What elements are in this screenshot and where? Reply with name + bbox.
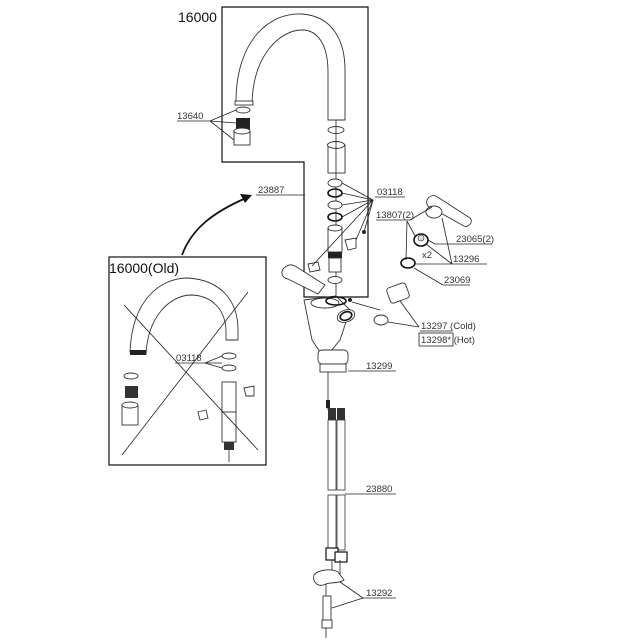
column-parts bbox=[307, 120, 366, 320]
part-label-13298-hot: 13298* (Hot) bbox=[421, 335, 475, 346]
part-label-03118: 03118 bbox=[377, 187, 403, 198]
hot-label-box bbox=[418, 332, 454, 347]
old-spout bbox=[121, 277, 255, 462]
main-model-title: 16000 bbox=[178, 9, 217, 25]
part-label-13297-cold: 13297 (Cold) bbox=[421, 321, 476, 332]
part-label-13296: 13296 bbox=[453, 254, 479, 265]
part-label-23887: 23887 bbox=[258, 185, 284, 196]
main-spout bbox=[233, 13, 346, 174]
cross-out-line-2 bbox=[121, 291, 249, 456]
old-part-label-03118: 03118 bbox=[176, 353, 202, 364]
old-version-frame bbox=[108, 256, 267, 466]
mounting-hardware bbox=[313, 569, 345, 638]
part-label-13640: 13640 bbox=[177, 111, 203, 122]
part-label-23880: 23880 bbox=[366, 484, 392, 495]
faucet-body bbox=[303, 295, 356, 373]
cartridge-parts bbox=[373, 195, 472, 326]
cross-out-line-1 bbox=[123, 304, 259, 451]
part-label-13299: 13299 bbox=[366, 361, 392, 372]
arrow-head-icon bbox=[240, 194, 252, 203]
lever-handle bbox=[281, 264, 326, 295]
part-label-23069: 23069 bbox=[444, 275, 470, 286]
part-label-23065: 23065(2) bbox=[456, 234, 494, 245]
leader-lines bbox=[175, 109, 492, 609]
quantity-label-x2: x2 bbox=[422, 250, 432, 261]
old-model-title: 16000(Old) bbox=[109, 260, 179, 276]
main-spout-frame bbox=[221, 6, 369, 298]
replacement-arrow bbox=[181, 197, 247, 256]
supply-hoses bbox=[325, 372, 348, 578]
part-label-13807: 13807(2) bbox=[376, 210, 414, 221]
part-label-13292: 13292 bbox=[366, 588, 392, 599]
